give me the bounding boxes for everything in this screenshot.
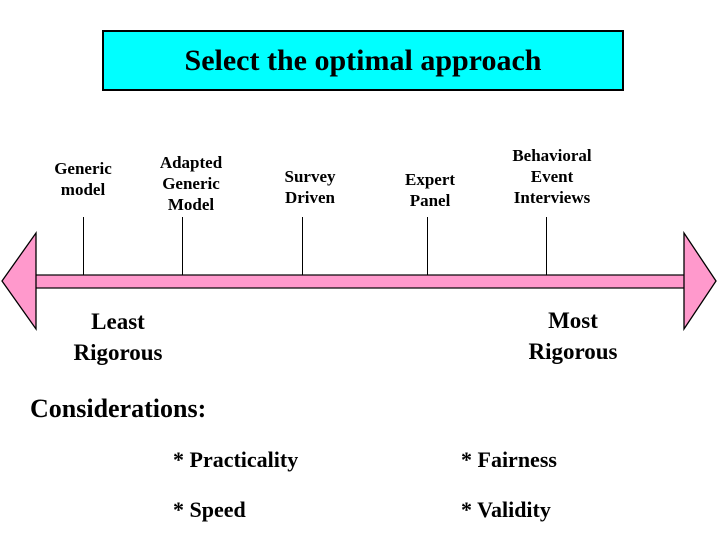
- label-line: Generic: [162, 174, 220, 193]
- label-line: Rigorous: [528, 339, 618, 364]
- approach-label-behavioral-event-interviews: Behavioral Event Interviews: [512, 145, 591, 208]
- label-line: Event: [530, 167, 574, 186]
- left-arrowhead-icon: [1, 230, 37, 332]
- tick-line: [83, 217, 84, 275]
- most-rigorous-label: Most Rigorous: [528, 305, 617, 367]
- arrow-shaft: [33, 274, 687, 289]
- bullet-fairness: * Fairness: [461, 447, 557, 472]
- label-line: Behavioral: [512, 146, 592, 165]
- label-line: Adapted: [159, 153, 223, 172]
- label-line: model: [60, 180, 106, 199]
- considerations-heading: Considerations:: [30, 394, 207, 423]
- label-line: Least: [91, 309, 145, 334]
- right-arrowhead-icon: [683, 230, 717, 332]
- approach-label-survey-driven: Survey Driven: [285, 166, 336, 208]
- slide-title: Select the optimal approach: [184, 43, 542, 77]
- label-line: Interviews: [513, 188, 591, 207]
- label-line: Survey: [284, 167, 336, 186]
- tick-line: [182, 217, 183, 275]
- bullet-speed: * Speed: [173, 497, 246, 522]
- spectrum-arrow-icon: [1, 230, 717, 332]
- label-line: Model: [167, 195, 215, 214]
- label-line: Most: [548, 308, 598, 333]
- label-line: Generic: [54, 159, 112, 178]
- tick-line: [546, 217, 547, 275]
- least-rigorous-label: Least Rigorous: [73, 306, 162, 368]
- tick-line: [302, 217, 303, 275]
- bullet-validity: * Validity: [461, 497, 551, 522]
- approach-label-generic-model: Generic model: [54, 158, 112, 200]
- title-box: Select the optimal approach: [102, 30, 624, 91]
- label-line: Rigorous: [73, 340, 163, 365]
- label-line: Driven: [284, 188, 336, 207]
- approach-label-expert-panel: Expert Panel: [405, 169, 455, 211]
- label-line: Panel: [409, 191, 451, 210]
- label-line: Expert: [404, 170, 456, 189]
- approach-label-adapted-generic-model: Adapted Generic Model: [160, 152, 222, 215]
- tick-line: [427, 217, 428, 275]
- bullet-practicality: * Practicality: [173, 447, 299, 472]
